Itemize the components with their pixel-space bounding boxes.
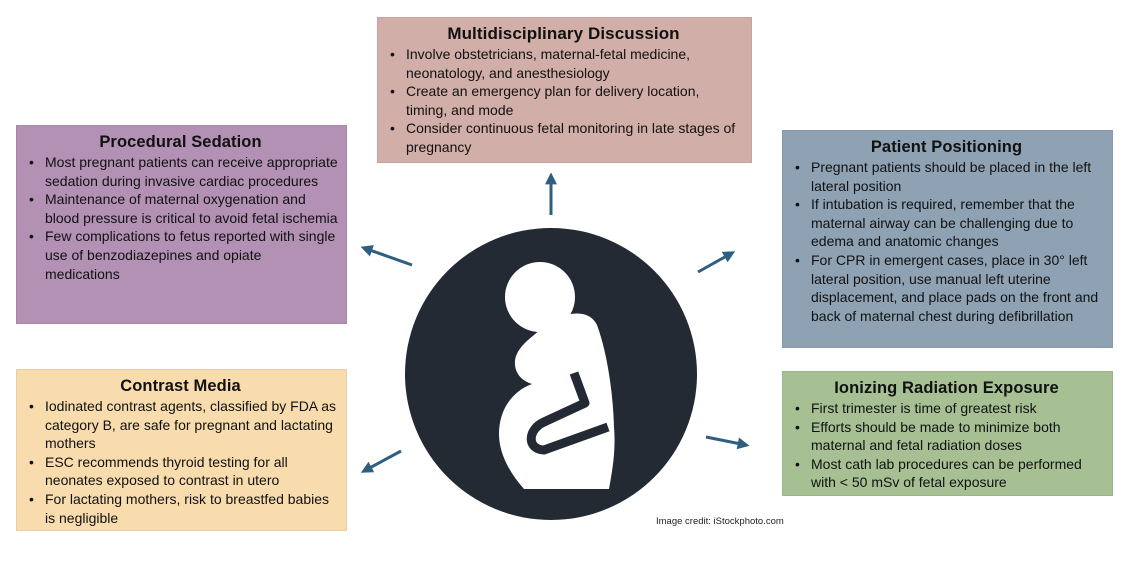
pregnant-woman-icon [405,228,697,520]
box-title: Multidisciplinary Discussion [447,24,680,43]
bullet-item: Most pregnant patients can receive appro… [23,153,338,190]
bullet-item: Involve obstetricians, maternal-fetal me… [384,45,743,82]
arrow-to-ionizing-radiation [705,435,750,450]
arrow-to-contrast-media [360,449,402,473]
bullet-list: Involve obstetricians, maternal-fetal me… [384,45,743,157]
box-title: Patient Positioning [870,138,1023,156]
bullet-item: Pregnant patients should be placed in th… [789,158,1104,195]
bullet-item: For CPR in emergent cases, place in 30° … [789,251,1104,325]
figure-head [505,262,575,332]
bullet-item: Most cath lab procedures can be performe… [789,455,1104,492]
patient-positioning-box: Patient Positioning Pregnant patients sh… [782,130,1113,348]
bullet-item: Efforts should be made to minimize both … [789,418,1104,455]
bullet-item: ESC recommends thyroid testing for all n… [23,453,338,490]
figure-arm [526,371,610,455]
pregnant-figure [499,262,615,489]
bullet-item: Create an emergency plan for delivery lo… [384,82,743,119]
bullet-list: Pregnant patients should be placed in th… [789,158,1104,325]
box-title: Ionizing Radiation Exposure [834,379,1059,397]
bullet-item: Few complications to fetus reported with… [23,227,338,283]
box-title: Procedural Sedation [99,133,262,151]
box-title: Contrast Media [120,377,241,395]
bullet-item: Maintenance of maternal oxygenation and … [23,190,338,227]
bullet-list: Most pregnant patients can receive appro… [23,153,338,283]
bullet-item: For lactating mothers, risk to breastfed… [23,490,338,527]
contrast-media-box: Contrast Media Iodinated contrast agents… [16,369,347,531]
procedural-sedation-box: Procedural Sedation Most pregnant patien… [16,125,347,324]
bullet-item: Consider continuous fetal monitoring in … [384,119,743,156]
image-credit: Image credit: iStockphoto.com [656,516,784,527]
bullet-list: Iodinated contrast agents, classified by… [23,397,338,527]
figure-body [499,313,615,489]
bullet-item: Iodinated contrast agents, classified by… [23,397,338,453]
bullet-item: If intubation is required, remember that… [789,195,1104,251]
ionizing-radiation-box: Ionizing Radiation Exposure First trimes… [782,371,1113,496]
bullet-list: First trimester is time of greatest risk… [789,399,1104,492]
bullet-item: First trimester is time of greatest risk [789,399,1104,418]
arrow-to-patient-positioning [697,251,736,274]
multidisciplinary-discussion-box: Multidisciplinary Discussion Involve obs… [377,17,752,163]
